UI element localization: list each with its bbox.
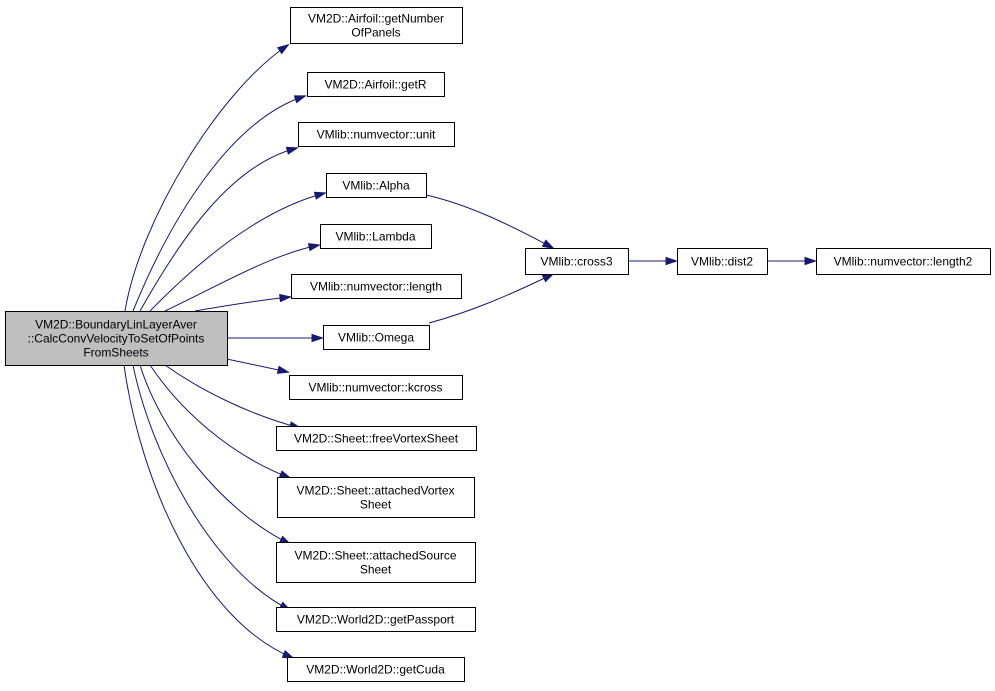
node-label: VMlib::Omega bbox=[338, 331, 414, 345]
node-omega[interactable]: VMlib::Omega bbox=[323, 325, 430, 350]
node-label: Sheet bbox=[360, 498, 392, 512]
node-label: VM2D::Airfoil::getNumber bbox=[308, 12, 444, 26]
node-box bbox=[525, 248, 629, 275]
node-label: VMlib::Alpha bbox=[342, 179, 410, 193]
node-box bbox=[307, 72, 445, 97]
node-box bbox=[291, 274, 462, 299]
node-getCuda[interactable]: VM2D::World2D::getCuda bbox=[287, 657, 465, 682]
node-freeVortexSheet[interactable]: VM2D::Sheet::freeVortexSheet bbox=[276, 426, 477, 451]
edge-root-to-getCuda bbox=[123, 364, 295, 659]
node-getPassport[interactable]: VM2D::World2D::getPassport bbox=[276, 607, 476, 632]
node-box bbox=[326, 173, 427, 198]
edge-root-to-getPassport bbox=[132, 364, 292, 611]
node-box bbox=[276, 607, 476, 632]
node-label: VMlib::Lambda bbox=[335, 230, 415, 244]
arrowhead bbox=[279, 293, 293, 303]
arrowhead bbox=[311, 333, 325, 343]
node-box bbox=[320, 224, 432, 249]
node-label: Sheet bbox=[360, 563, 392, 577]
node-label: VM2D::Airfoil::getR bbox=[324, 78, 426, 92]
node-label: ::CalcConvVelocityToSetOfPoints bbox=[28, 332, 205, 346]
arrowhead bbox=[313, 191, 328, 200]
node-box bbox=[298, 122, 455, 147]
node-label: VMlib::numvector::length bbox=[310, 280, 442, 294]
node-label: VM2D::Sheet::attachedSource bbox=[294, 549, 456, 563]
node-box bbox=[277, 477, 475, 518]
edge-dist2-to-length2 bbox=[767, 256, 818, 266]
edge-root-to-getR bbox=[132, 95, 307, 312]
node-label: VM2D::Sheet::freeVortexSheet bbox=[294, 432, 459, 446]
node-label: VMlib::numvector::unit bbox=[317, 128, 436, 142]
node-root[interactable]: VM2D::BoundaryLinLayerAver::CalcConvVelo… bbox=[5, 311, 228, 366]
node-alpha[interactable]: VMlib::Alpha bbox=[326, 173, 427, 198]
arrowhead bbox=[307, 243, 322, 252]
arrowhead bbox=[276, 365, 291, 374]
node-label: VMlib::numvector::length2 bbox=[834, 255, 973, 269]
node-label: VMlib::numvector::kcross bbox=[308, 381, 442, 395]
node-label: OfPanels bbox=[351, 26, 400, 40]
arrowhead bbox=[276, 43, 290, 55]
arrowhead bbox=[541, 239, 555, 249]
edge-root-to-getNumberOfPanels bbox=[124, 43, 290, 312]
node-unit[interactable]: VMlib::numvector::unit bbox=[298, 122, 455, 147]
node-lambda[interactable]: VMlib::Lambda bbox=[320, 224, 432, 249]
node-label: VM2D::BoundaryLinLayerAver bbox=[35, 318, 197, 332]
node-box bbox=[323, 325, 430, 350]
node-getR[interactable]: VM2D::Airfoil::getR bbox=[307, 72, 445, 97]
edge-root-to-attachedVortexSheet bbox=[149, 364, 292, 479]
edge-cross3-to-dist2 bbox=[628, 256, 679, 266]
node-label: FromSheets bbox=[83, 346, 148, 360]
node-box bbox=[289, 375, 463, 400]
edge-alpha-to-cross3 bbox=[425, 194, 555, 249]
node-box bbox=[816, 248, 991, 275]
node-label: VM2D::Sheet::attachedVortex bbox=[296, 484, 454, 498]
node-label: VM2D::World2D::getPassport bbox=[297, 613, 455, 627]
node-box bbox=[677, 248, 768, 275]
node-cross3[interactable]: VMlib::cross3 bbox=[525, 248, 629, 275]
node-length[interactable]: VMlib::numvector::length bbox=[291, 274, 462, 299]
arrowhead bbox=[804, 256, 818, 266]
node-label: VMlib::dist2 bbox=[691, 255, 753, 269]
node-length2[interactable]: VMlib::numvector::length2 bbox=[816, 248, 991, 275]
arrowhead bbox=[285, 146, 300, 155]
edge-root-to-unit bbox=[139, 146, 300, 312]
node-box bbox=[287, 657, 465, 682]
node-kcross[interactable]: VMlib::numvector::kcross bbox=[289, 375, 463, 400]
node-dist2[interactable]: VMlib::dist2 bbox=[677, 248, 768, 275]
edge-root-to-freeVortexSheet bbox=[164, 364, 303, 430]
edge-root-to-kcross bbox=[221, 357, 291, 374]
node-box bbox=[5, 311, 228, 366]
node-box bbox=[276, 426, 477, 451]
edge-root-to-lambda bbox=[164, 243, 322, 312]
edge-root-to-length bbox=[194, 293, 293, 312]
edge-root-to-omega bbox=[222, 333, 325, 343]
node-box bbox=[290, 7, 463, 44]
nodes-layer: VM2D::BoundaryLinLayerAver::CalcConvVelo… bbox=[5, 7, 991, 682]
arrowhead bbox=[293, 95, 307, 104]
node-box bbox=[276, 542, 476, 583]
node-label: VM2D::World2D::getCuda bbox=[306, 663, 445, 677]
node-label: VMlib::cross3 bbox=[540, 255, 612, 269]
arrowhead bbox=[665, 256, 679, 266]
edge-root-to-alpha bbox=[149, 191, 328, 312]
edge-omega-to-cross3 bbox=[428, 273, 555, 324]
